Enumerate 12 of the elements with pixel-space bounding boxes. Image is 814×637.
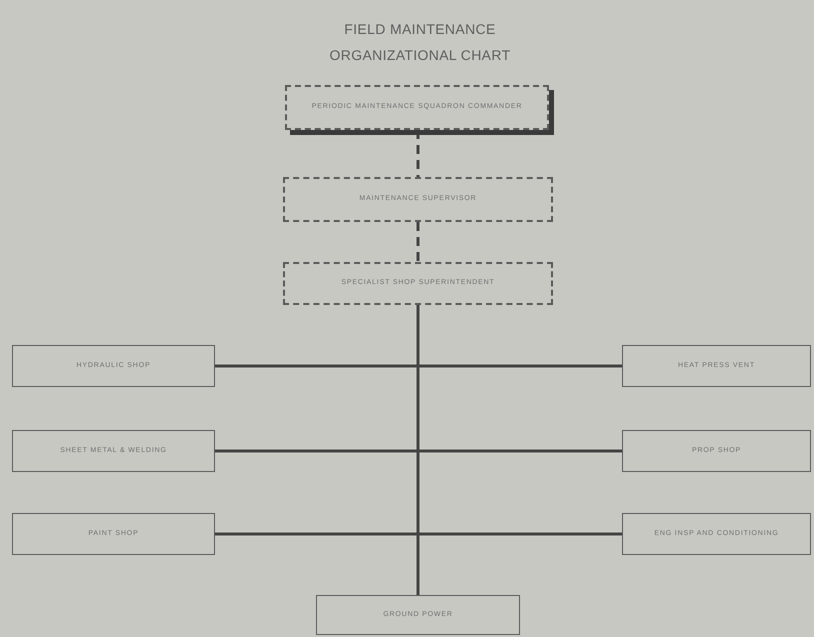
org-box bbox=[283, 177, 553, 222]
connector-line bbox=[416, 222, 420, 262]
org-box bbox=[622, 430, 811, 472]
org-box bbox=[12, 430, 215, 472]
org-box bbox=[622, 513, 811, 555]
org-box bbox=[12, 345, 215, 387]
connector-line bbox=[416, 305, 420, 595]
chart-title: FIELD MAINTENANCE ORGANIZATIONAL CHART bbox=[328, 20, 512, 65]
org-box bbox=[622, 345, 811, 387]
org-box bbox=[316, 595, 520, 635]
org-box bbox=[283, 262, 553, 305]
org-box bbox=[12, 513, 215, 555]
